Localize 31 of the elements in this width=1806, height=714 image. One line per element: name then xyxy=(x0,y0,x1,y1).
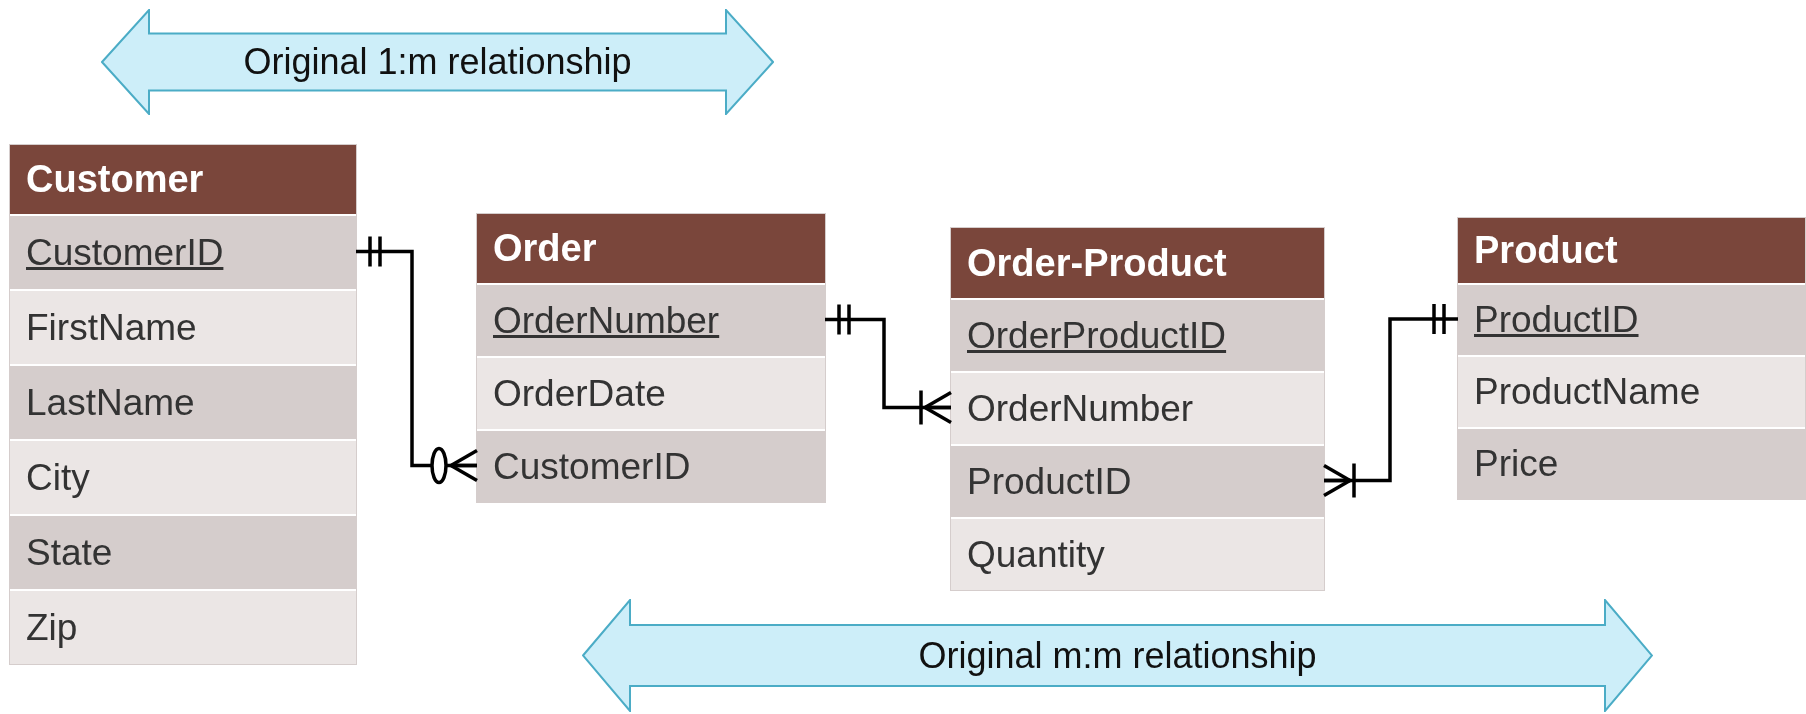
entity-table xyxy=(950,227,1325,591)
entity-table xyxy=(476,213,826,503)
field-row: ProductID xyxy=(951,444,1324,517)
table-header: Order xyxy=(477,214,825,283)
arrow-label: Original 1:m relationship xyxy=(243,41,632,83)
field-row: Quantity xyxy=(951,517,1324,590)
relationship-line xyxy=(1322,302,1458,500)
field-row: CustomerID xyxy=(10,214,356,289)
field-row: CustomerID xyxy=(477,429,825,502)
table-header: Order-Product xyxy=(951,228,1324,298)
field-row: OrderProductID xyxy=(951,298,1324,371)
field-row: Zip xyxy=(10,589,356,664)
field-row: OrderNumber xyxy=(477,283,825,356)
relationship-line xyxy=(356,234,479,485)
relationship-line xyxy=(825,302,953,427)
field-row: ProductName xyxy=(1458,355,1805,427)
field-row: OrderNumber xyxy=(951,371,1324,444)
table-header: Customer xyxy=(10,145,356,214)
double-headed-arrow xyxy=(582,599,1653,712)
field-row: State xyxy=(10,514,356,589)
arrow-label: Original m:m relationship xyxy=(918,634,1317,677)
entity-table xyxy=(1457,217,1806,500)
double-headed-arrow xyxy=(101,9,774,115)
field-row: Price xyxy=(1458,427,1805,499)
entity-table xyxy=(9,144,357,665)
field-row: FirstName xyxy=(10,289,356,364)
table-header: Product xyxy=(1458,218,1805,283)
field-row: ProductID xyxy=(1458,283,1805,355)
field-row: LastName xyxy=(10,364,356,439)
field-row: OrderDate xyxy=(477,356,825,429)
field-row: City xyxy=(10,439,356,514)
